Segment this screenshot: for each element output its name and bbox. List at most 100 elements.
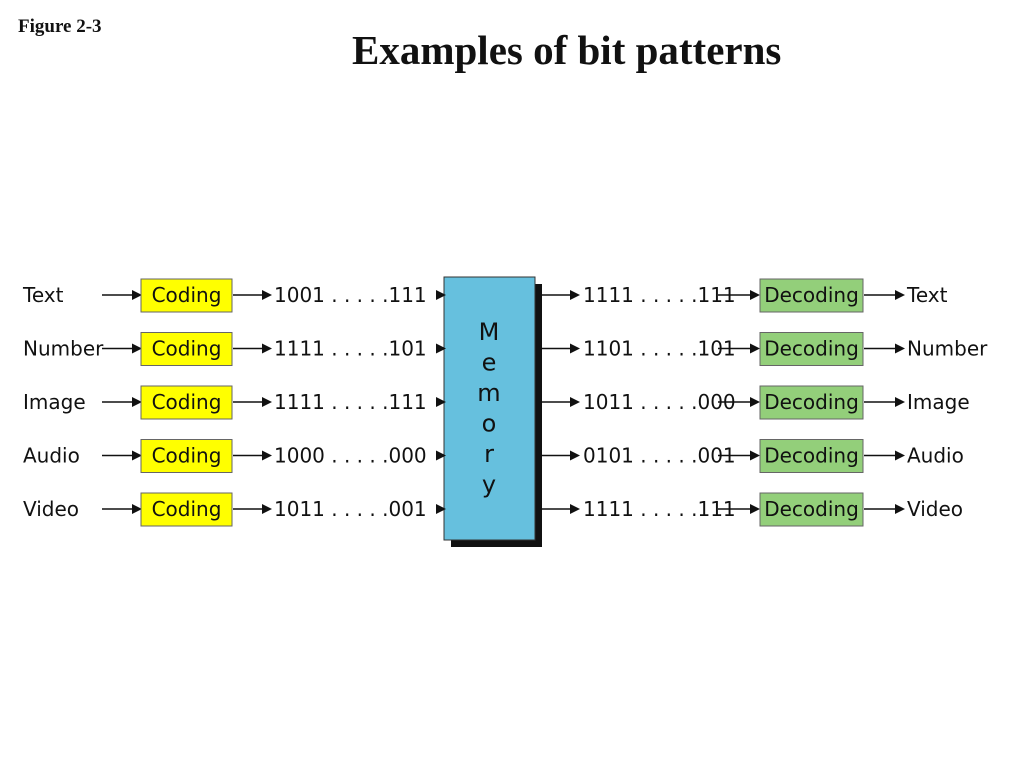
memory-in-arrow-head	[436, 450, 446, 461]
memory-label-letter: o	[482, 410, 497, 438]
output-arrow	[864, 450, 905, 461]
memory-in-arrow	[436, 397, 446, 407]
input-label: Audio	[23, 444, 80, 468]
memory-in-arrow-head	[436, 504, 446, 514]
decode-arrow	[718, 504, 760, 514]
coding-label: Coding	[152, 497, 222, 521]
coding-box	[140, 385, 233, 420]
input-arrow-head	[132, 290, 142, 300]
decode-arrow-head	[750, 290, 760, 300]
output-label: Text	[906, 283, 948, 307]
slide-title: Examples of bit patterns	[352, 27, 782, 73]
decoding-box	[759, 439, 864, 473]
output-label: Audio	[907, 444, 964, 468]
coding-label: Coding	[152, 390, 222, 414]
decoding-label: Decoding	[764, 444, 859, 468]
memory-in-arrow	[436, 343, 446, 354]
memory-out-arrow-head	[570, 290, 580, 300]
memory-in-arrow	[436, 290, 446, 300]
pattern-arrow	[233, 397, 272, 407]
memory-out-arrow-head	[570, 397, 580, 407]
memory-in-arrow	[436, 504, 446, 514]
decoding-label: Decoding	[764, 390, 859, 414]
decode-arrow-head	[750, 504, 760, 514]
memory-out-arrow-head	[570, 450, 580, 461]
memory-out-arrow	[542, 290, 580, 300]
input-bit-pattern: 1111 . . . . .101	[274, 337, 427, 361]
output-bit-pattern: 1011 . . . . .000	[583, 390, 736, 414]
input-label: Number	[23, 337, 104, 361]
input-arrow	[102, 397, 142, 407]
decode-arrow	[718, 290, 760, 300]
decoding-box	[759, 278, 864, 313]
pattern-arrow-head	[262, 504, 272, 514]
output-arrow-head	[895, 504, 905, 514]
memory-in-arrow	[436, 450, 446, 461]
memory-out-arrow	[542, 343, 580, 354]
input-label: Image	[23, 390, 86, 414]
output-arrow-head	[895, 290, 905, 300]
decoding-box	[759, 332, 864, 366]
input-arrow	[102, 343, 142, 354]
output-label: Video	[907, 497, 963, 521]
output-arrow-head	[895, 397, 905, 407]
coding-label: Coding	[152, 444, 222, 468]
decode-arrow	[718, 450, 760, 461]
decoding-label: Decoding	[764, 283, 859, 307]
decode-arrow	[718, 343, 760, 354]
memory-in-arrow-head	[436, 343, 446, 354]
pattern-arrow-head	[262, 290, 272, 300]
memory-label-letter: M	[479, 318, 500, 346]
decoding-box	[759, 492, 864, 527]
memory-block	[443, 276, 542, 547]
pattern-arrow-head	[262, 397, 272, 407]
input-arrow-head	[132, 397, 142, 407]
memory-label-letter: r	[484, 440, 494, 468]
coding-box	[140, 278, 233, 313]
pattern-arrow	[233, 504, 272, 514]
memory-in-arrow-head	[436, 290, 446, 300]
decoding-box	[759, 385, 864, 420]
input-arrow-head	[132, 450, 142, 461]
output-label: Number	[907, 337, 988, 361]
memory-label-letter: y	[482, 471, 496, 499]
input-bit-pattern: 1111 . . . . .111	[274, 390, 427, 414]
coding-label: Coding	[152, 283, 222, 307]
output-arrow	[864, 397, 905, 407]
input-arrow	[102, 450, 142, 461]
coding-box	[140, 439, 233, 473]
input-arrow	[102, 290, 142, 300]
input-label: Video	[23, 497, 79, 521]
coding-box	[140, 332, 233, 366]
pattern-arrow-head	[262, 343, 272, 354]
decoding-label: Decoding	[764, 497, 859, 521]
input-arrow-head	[132, 504, 142, 514]
memory-box	[443, 276, 536, 541]
pattern-arrow	[233, 290, 272, 300]
pattern-arrow	[233, 343, 272, 354]
memory-in-arrow-head	[436, 397, 446, 407]
output-label: Image	[907, 390, 970, 414]
decoding-label: Decoding	[764, 337, 859, 361]
input-label: Text	[22, 283, 64, 307]
output-arrow	[864, 290, 905, 300]
figure-label: Figure 2-3	[18, 16, 102, 37]
output-arrow-head	[895, 343, 905, 354]
input-bit-pattern: 1011 . . . . .001	[274, 497, 427, 521]
input-arrow-head	[132, 343, 142, 354]
output-arrow	[864, 343, 905, 354]
decode-arrow-head	[750, 343, 760, 354]
output-arrow	[864, 504, 905, 514]
diagram-row: Image Coding 1111 . . . . .111 1011 . . . .…	[23, 385, 970, 420]
memory-out-arrow-head	[570, 343, 580, 354]
decode-arrow	[718, 397, 760, 407]
output-bit-pattern: 0101 . . . . .001	[583, 444, 736, 468]
coding-box	[140, 492, 233, 527]
decode-arrow-head	[750, 450, 760, 461]
memory-out-arrow-head	[570, 504, 580, 514]
